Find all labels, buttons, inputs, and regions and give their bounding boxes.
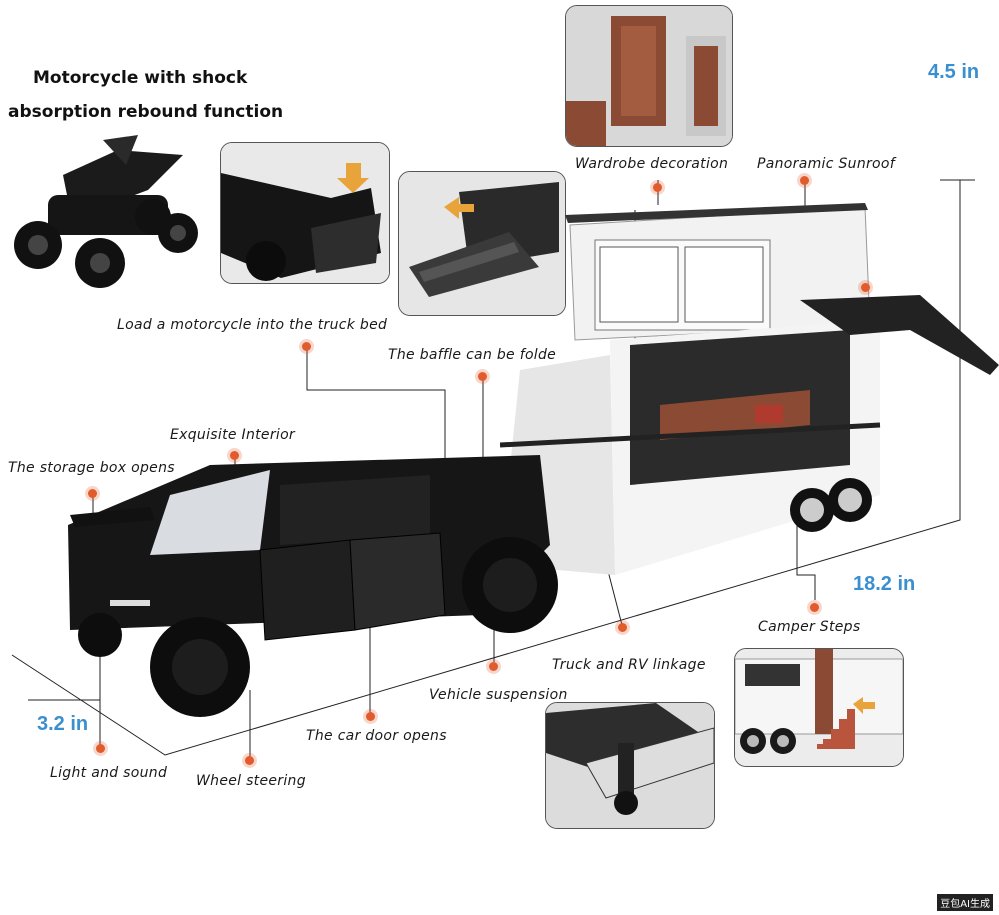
height-dimension: 4.5 in bbox=[928, 61, 980, 83]
length-dimension: 18.2 in bbox=[853, 573, 916, 595]
watermark: 豆包AI生成 bbox=[937, 894, 993, 911]
callout-baffle: The baffle can be folde bbox=[388, 347, 557, 363]
dot-steering bbox=[245, 756, 254, 765]
callout-light-sound: Light and sound bbox=[50, 765, 168, 781]
motorcycle-image bbox=[14, 135, 198, 288]
wardrobe-image bbox=[565, 5, 733, 147]
dot-rear bbox=[861, 283, 870, 292]
callout-camper-steps: Camper Steps bbox=[758, 619, 861, 635]
callout-door: The car door opens bbox=[306, 728, 447, 744]
hitch-image bbox=[545, 702, 715, 829]
heading-line-2: absorption rebound function bbox=[8, 102, 284, 122]
dot-wardrobe bbox=[653, 183, 662, 192]
dot-storage bbox=[88, 489, 97, 498]
dot-suspension bbox=[489, 662, 498, 671]
callout-suspension: Vehicle suspension bbox=[429, 687, 568, 703]
callout-linkage: Truck and RV linkage bbox=[552, 657, 706, 673]
width-dimension: 3.2 in bbox=[37, 713, 89, 735]
dot-linkage bbox=[618, 623, 627, 632]
dot-door bbox=[366, 712, 375, 721]
truck-bed-image bbox=[220, 142, 390, 284]
truck-image bbox=[68, 455, 558, 717]
callout-exquisite-interior: Exquisite Interior bbox=[170, 427, 295, 443]
heading-line-1: Motorcycle with shock bbox=[33, 68, 248, 88]
callout-sunroof: Panoramic Sunroof bbox=[757, 156, 896, 172]
dot-sunroof bbox=[800, 176, 809, 185]
callout-load-motorcycle: Load a motorcycle into the truck bed bbox=[117, 317, 388, 333]
dot-baffle bbox=[478, 372, 487, 381]
callout-wardrobe: Wardrobe decoration bbox=[575, 156, 729, 172]
callout-storage-box: The storage box opens bbox=[8, 460, 175, 476]
steps-image bbox=[734, 648, 904, 767]
dot-steps bbox=[810, 603, 819, 612]
callout-steering: Wheel steering bbox=[196, 773, 306, 789]
ramp-image bbox=[398, 171, 566, 316]
dot-load bbox=[302, 342, 311, 351]
dot-light bbox=[96, 744, 105, 753]
dot-interior bbox=[230, 451, 239, 460]
